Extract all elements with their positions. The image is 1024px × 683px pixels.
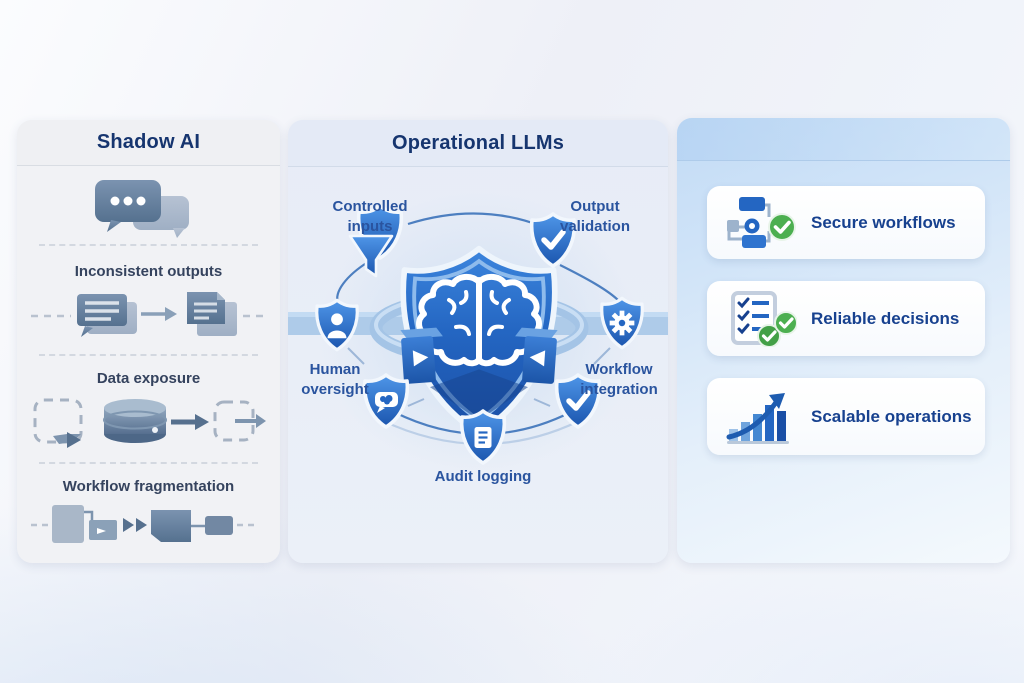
checkmark-shield-icon [554,373,602,429]
green-check-icon [774,310,797,335]
audit-logging-label: Audit logging [434,468,532,485]
shadow-ai-title: Shadow AI [96,131,201,153]
gear-shield-icon [600,296,644,350]
chat-bubbles-icon [95,180,189,238]
chat-shield-icon [362,373,410,429]
green-check-icon [757,323,781,347]
workflow-diagram-icon [727,196,796,248]
reliable-decisions-card: Reliable decisions [707,281,985,356]
workflow-fragmentation-label: Workflow fragmentation [62,478,235,495]
checkmark-shield-icon [529,212,577,268]
person-shield-icon [315,298,359,352]
secure-workflows-label: Secure workflows [811,212,956,232]
ribbon-arrow-right [515,327,558,384]
shadow-ai-header: Shadow AI [17,120,280,166]
benefits-panel: Secure workflows Reli [677,118,1010,563]
brain-icon [416,274,542,367]
human-oversight-label: Human oversight [301,361,369,398]
inconsistent-outputs-label: Inconsistent outputs [74,263,223,280]
operational-llms-panel: Operational LLMs [288,120,668,563]
reliable-decisions-label: Reliable decisions [811,308,960,328]
operational-llms-title: Operational LLMs [391,131,565,154]
green-check-icon [768,212,796,241]
operational-llms-diagram [288,192,668,472]
data-exposure-label: Data exposure [96,370,201,387]
checklist-icon [731,290,797,347]
brain-shield-icon [400,245,558,437]
inconsistent-outputs-icon [31,292,266,337]
ribbon-arrow-left [400,327,443,384]
secure-workflows-card: Secure workflows [707,186,985,259]
shadow-ai-panel: Shadow AI Inconsistent outputs [17,120,280,563]
workflow-integration-label: Workflow integration [580,361,658,398]
data-exposure-icon [33,398,266,448]
document-shield-icon [459,409,507,465]
operational-llms-header: Operational LLMs [288,120,668,167]
section-divider [39,354,258,356]
workflow-fragmentation-icon [31,505,259,543]
benefits-header [677,118,1010,161]
growth-chart-icon [726,392,789,444]
controlled-inputs-label: Controlled inputs [332,198,408,235]
section-divider [39,462,258,464]
section-divider [39,244,258,246]
scalable-operations-label: Scalable operations [811,406,972,426]
scalable-operations-card: Scalable operations [707,378,985,455]
funnel-shield-icon [348,204,404,278]
output-validation-label: Output validation [559,198,630,235]
